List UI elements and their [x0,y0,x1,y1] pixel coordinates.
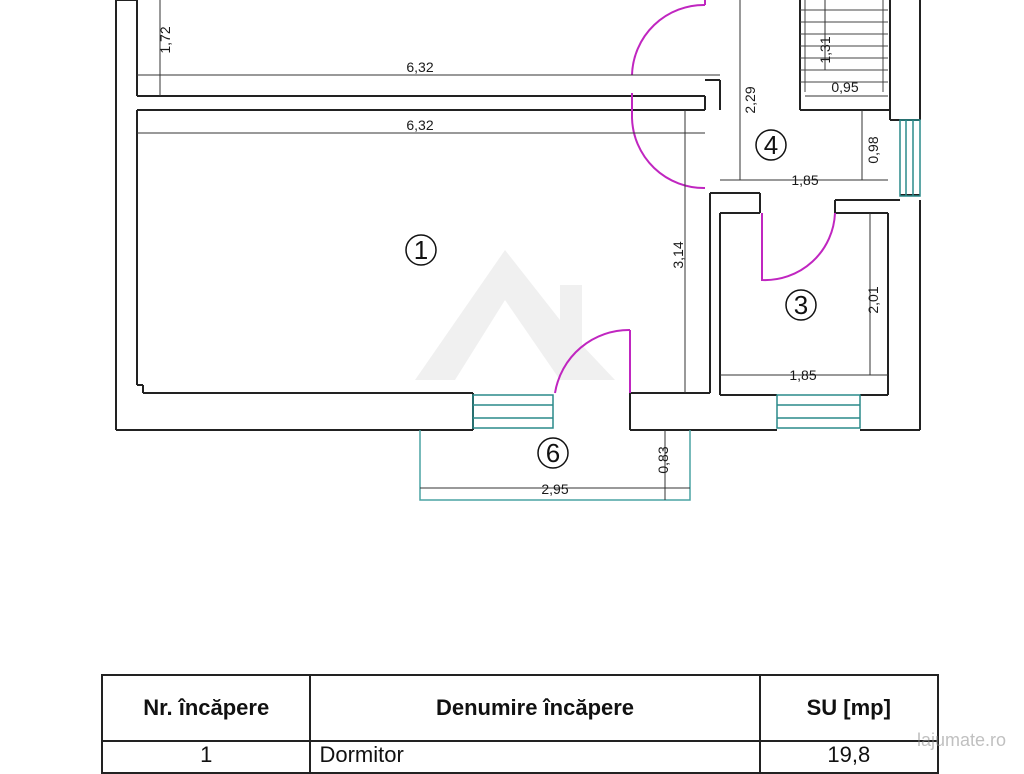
dim-6-32-top: 6,32 [406,59,433,75]
staircase [800,0,888,92]
legend-header-row: Nr. încăpere Denumire încăpere SU [mp] [100,674,940,742]
room-marker-3: 3 [785,289,817,321]
room-marker-1: 1 [405,234,437,266]
dim-0-95: 0,95 [831,79,858,95]
doors [554,0,836,394]
header-room-area: SU [mp] [758,674,940,742]
header-room-name: Denumire încăpere [309,674,761,742]
watermark-house-icon [415,250,615,380]
header-room-number: Nr. încăpere [100,674,312,742]
room-legend-table: Nr. încăpere Denumire încăpere SU [mp] 1… [100,674,940,774]
row-room-area: 19,8 [758,740,940,774]
dim-2-01: 2,01 [865,286,881,313]
row-room-name: Dormitor [309,740,761,774]
dim-1-72: 1,72 [157,26,173,53]
balcony-outline [419,430,691,501]
dim-0-98: 0,98 [865,136,881,163]
dim-3-14: 3,14 [670,241,686,268]
svg-text:6: 6 [546,438,560,468]
svg-text:3: 3 [794,290,808,320]
dim-1-31: 1,31 [817,36,833,63]
dim-1-85-bottom: 1,85 [789,367,816,383]
dim-1-85-top: 1,85 [791,172,818,188]
table-row: 1 Dormitor 19,8 [100,740,940,774]
room-markers: 1 3 4 6 [405,129,817,469]
dim-2-95: 2,95 [541,481,568,497]
dim-2-29: 2,29 [742,86,758,113]
dimension-lines [137,0,888,500]
svg-text:4: 4 [764,130,778,160]
windows [472,119,921,429]
row-room-number: 1 [100,740,312,774]
watermark-text: lajumate.ro [916,730,1006,750]
floor-plan: 1,72 6,32 6,32 2,29 1,31 0,95 0,98 1,85 … [115,0,921,501]
dim-0-83: 0,83 [655,446,671,473]
walls [115,0,921,431]
dim-6-32-mid: 6,32 [406,117,433,133]
dimension-labels: 1,72 6,32 6,32 2,29 1,31 0,95 0,98 1,85 … [157,26,881,497]
svg-text:1: 1 [414,235,428,265]
room-marker-6: 6 [537,437,569,469]
room-marker-4: 4 [755,129,787,161]
